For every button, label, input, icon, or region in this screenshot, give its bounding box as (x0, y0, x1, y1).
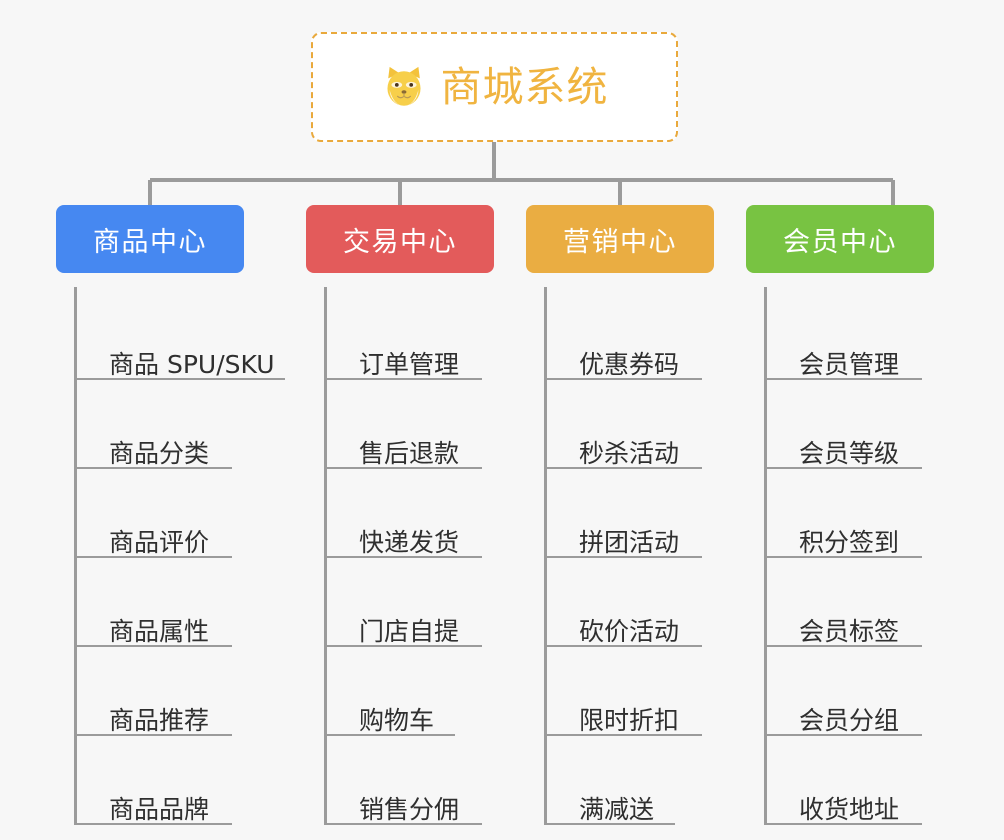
leaf-item[interactable]: 商品分类 (77, 380, 276, 469)
leaf-item[interactable]: 门店自提 (327, 558, 526, 647)
leaf-label: 商品属性 (109, 616, 210, 646)
leaf-item[interactable]: 快递发货 (327, 469, 526, 558)
leaf-label: 满减送 (579, 794, 655, 824)
category-box-商品中心[interactable]: 商品中心 (56, 205, 244, 273)
leaf-item[interactable]: 优惠券码 (547, 291, 746, 380)
leaf-label: 销售分佣 (359, 794, 460, 824)
leaf-label: 售后退款 (359, 438, 460, 468)
leaf-item[interactable]: 拼团活动 (547, 469, 746, 558)
leaf-item[interactable]: 砍价活动 (547, 558, 746, 647)
leaf-label: 商品推荐 (109, 705, 210, 735)
category-box-会员中心[interactable]: 会员中心 (746, 205, 934, 273)
root-title: 商城系统 (440, 62, 609, 111)
leaf-item[interactable]: 销售分佣 (327, 736, 526, 825)
category-column-1: 交易中心订单管理售后退款快递发货门店自提购物车销售分佣 (306, 205, 526, 825)
leaf-item[interactable]: 商品属性 (77, 558, 276, 647)
leaf-item[interactable]: 商品品牌 (77, 736, 276, 825)
leaf-item[interactable]: 满减送 (547, 736, 746, 825)
leaf-item[interactable]: 售后退款 (327, 380, 526, 469)
leaf-label: 拼团活动 (579, 527, 680, 557)
leaf-label: 限时折扣 (579, 705, 680, 735)
leaf-label: 会员等级 (799, 438, 900, 468)
category-column-0: 商品中心商品 SPU/SKU 商品分类商品评价商品属性商品推荐商品品牌 (56, 205, 285, 825)
leaf-label: 优惠券码 (579, 349, 680, 379)
leaf-label: 商品分类 (109, 438, 210, 468)
leaf-item[interactable]: 商品 SPU/SKU (77, 291, 285, 380)
shiba-dog-face-icon (386, 66, 421, 106)
leaf-item[interactable]: 会员分组 (767, 647, 966, 736)
leaf-list-3: 会员管理会员等级积分签到会员标签会员分组收货地址 (764, 287, 966, 825)
category-column-2: 营销中心优惠券码秒杀活动拼团活动砍价活动限时折扣满减送 (526, 205, 746, 825)
leaf-label: 门店自提 (359, 616, 460, 646)
leaf-label: 积分签到 (799, 527, 900, 557)
leaf-label: 订单管理 (359, 349, 460, 379)
leaf-label: 商品评价 (109, 527, 210, 557)
root-node[interactable]: 商城系统 (311, 32, 678, 142)
leaf-label: 秒杀活动 (579, 438, 680, 468)
leaf-label: 会员分组 (799, 705, 900, 735)
leaf-item[interactable]: 订单管理 (327, 291, 526, 380)
leaf-item[interactable]: 会员等级 (767, 380, 966, 469)
category-box-营销中心[interactable]: 营销中心 (526, 205, 714, 273)
leaf-label: 砍价活动 (579, 616, 680, 646)
leaf-label: 商品 SPU/SKU (109, 349, 275, 379)
leaf-label: 商品品牌 (109, 794, 210, 824)
leaf-label: 会员管理 (799, 349, 900, 379)
leaf-item[interactable]: 购物车 (327, 647, 526, 736)
leaf-label: 购物车 (359, 705, 435, 735)
leaf-item[interactable]: 积分签到 (767, 469, 966, 558)
leaf-item[interactable]: 商品推荐 (77, 647, 276, 736)
leaf-list-0: 商品 SPU/SKU 商品分类商品评价商品属性商品推荐商品品牌 (74, 287, 285, 825)
leaf-list-1: 订单管理售后退款快递发货门店自提购物车销售分佣 (324, 287, 526, 825)
leaf-list-2: 优惠券码秒杀活动拼团活动砍价活动限时折扣满减送 (544, 287, 746, 825)
category-box-交易中心[interactable]: 交易中心 (306, 205, 494, 273)
leaf-item[interactable]: 限时折扣 (547, 647, 746, 736)
category-column-3: 会员中心会员管理会员等级积分签到会员标签会员分组收货地址 (746, 205, 966, 825)
leaf-item[interactable]: 会员管理 (767, 291, 966, 380)
leaf-item[interactable]: 秒杀活动 (547, 380, 746, 469)
leaf-label: 会员标签 (799, 616, 900, 646)
leaf-item[interactable]: 收货地址 (767, 736, 966, 825)
leaf-label: 快递发货 (359, 527, 460, 557)
leaf-item[interactable]: 会员标签 (767, 558, 966, 647)
leaf-item[interactable]: 商品评价 (77, 469, 276, 558)
leaf-label: 收货地址 (799, 794, 900, 824)
